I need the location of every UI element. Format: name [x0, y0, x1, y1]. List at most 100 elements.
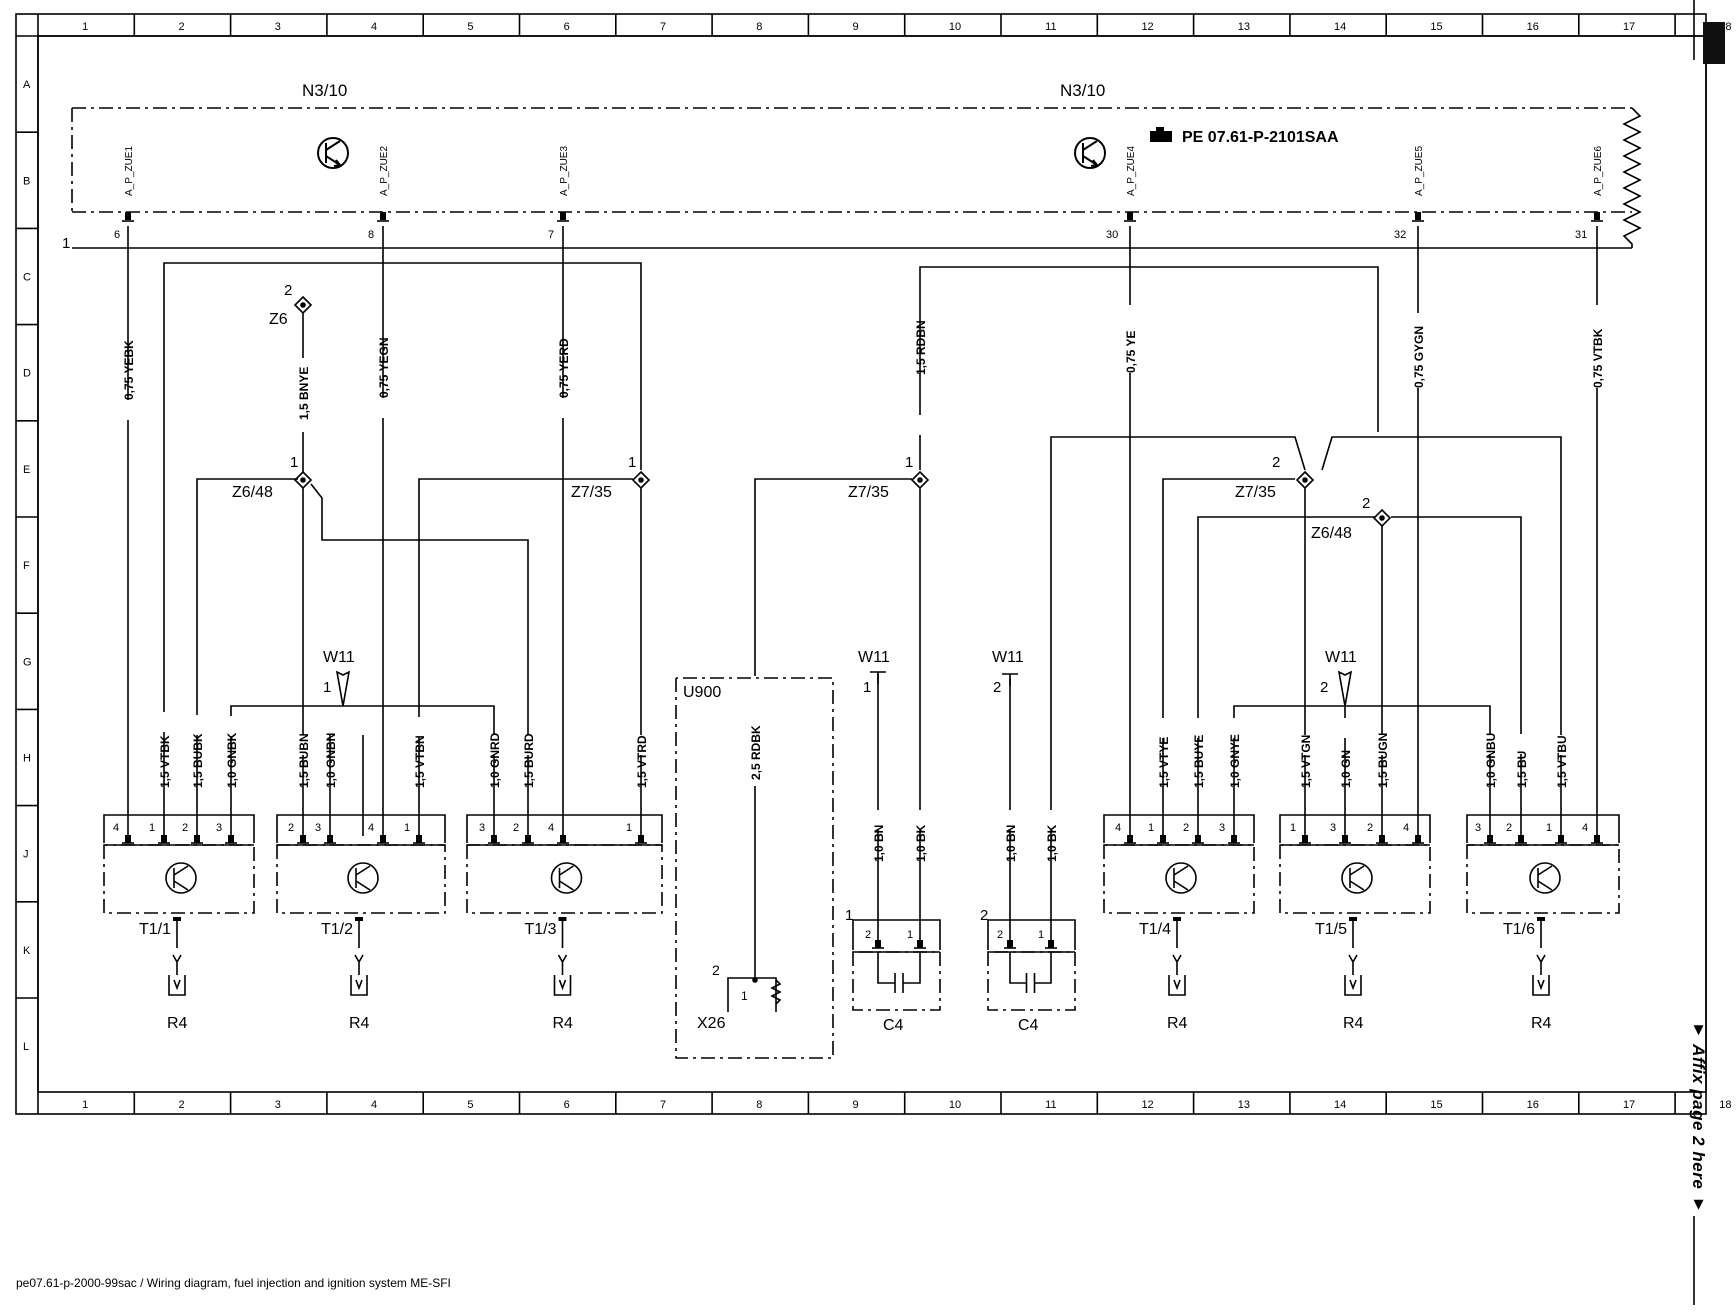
spark-plug-label: R4 — [349, 1015, 370, 1032]
output-pin-number: 8 — [368, 229, 374, 241]
x26-pin-1: 1 — [741, 989, 748, 1003]
column-number-bottom: 3 — [275, 1099, 281, 1111]
column-number-bottom: 6 — [564, 1099, 570, 1111]
wire-label-lower: 1,5 BURD — [522, 733, 536, 788]
column-number-top: 1 — [82, 21, 88, 33]
corner-marker — [1703, 22, 1725, 64]
z7-35-mid-pin: 1 — [905, 454, 913, 471]
column-number-top: 3 — [275, 21, 281, 33]
coil-pin-number: 2 — [513, 822, 519, 834]
wire-label-upper: 1,5 BNYE — [297, 367, 311, 420]
wire-label-lower: 1,0 GNBN — [324, 733, 338, 788]
output-pin — [1415, 212, 1421, 220]
wire-label-lower: 1,5 BU — [1515, 751, 1529, 788]
control-unit-label-right: N3/10 — [1060, 81, 1105, 100]
wire-labels: 0,75 YEBK 1,5 BNYE 0,75 YEGN 0,75 YERD 1,5 R… — [122, 320, 1605, 862]
coil-label: T1/6 — [1503, 921, 1535, 938]
coil-pin-number: 4 — [1115, 822, 1121, 834]
output-pin — [1594, 212, 1600, 220]
wire-label-upper: 1,5 RDBN — [914, 320, 928, 375]
coil-pin-number: 2 — [1183, 822, 1189, 834]
splice-z6-48-right — [1372, 508, 1392, 528]
column-number-top: 12 — [1141, 21, 1153, 33]
column-number-bottom: 7 — [660, 1099, 666, 1111]
wire-label-lower: 1,0 GNRD — [488, 732, 502, 788]
footer-caption: pe07.61-p-2000-99sac / Wiring diagram, f… — [16, 1276, 451, 1290]
column-number-bottom: 9 — [853, 1099, 859, 1111]
column-number-bottom: 4 — [371, 1099, 377, 1111]
w11-label-3: W11 — [992, 649, 1024, 666]
wire-label-lower: 1,5 VTRD — [635, 735, 649, 788]
control-unit-label-left: N3/10 — [302, 81, 347, 100]
wire-label-lower: 1,0 BN — [1004, 825, 1018, 862]
column-number-top: 17 — [1623, 21, 1635, 33]
column-number-top: 8 — [756, 21, 762, 33]
coil-pin-number: 3 — [1219, 822, 1225, 834]
coil-label: T1/2 — [321, 921, 353, 938]
wire-label-lower: 1,0 BK — [1045, 824, 1059, 862]
z7-35-mid-label: Z7/35 — [848, 484, 889, 501]
row-letter: H — [23, 753, 31, 765]
wire-label-upper: 0,75 VTBK — [1591, 328, 1605, 388]
coil-pin-number: 2 — [1506, 822, 1512, 834]
column-number-bottom: 15 — [1430, 1099, 1442, 1111]
coil-pin-number: 1 — [626, 822, 632, 834]
row-letter: G — [23, 656, 32, 668]
row-letter: B — [23, 175, 30, 187]
output-signal-label: A_P_ZUE2 — [379, 146, 390, 196]
column-number-bottom: 18 — [1719, 1099, 1731, 1111]
coil-pin-number: 1 — [404, 822, 410, 834]
coil-pin-number: 1 — [149, 822, 155, 834]
z6-48-left-label: Z6/48 — [232, 484, 273, 501]
coil-label: T1/3 — [525, 921, 557, 938]
column-number-bottom: 1 — [82, 1099, 88, 1111]
column-number-top: 16 — [1527, 21, 1539, 33]
coil-pin-number: 2 — [288, 822, 294, 834]
cap-pin-number: 2 — [997, 929, 1003, 941]
coil-pin-number: 4 — [368, 822, 374, 834]
z6-label: Z6 — [269, 311, 288, 328]
wire-label-upper: 0,75 YERD — [557, 338, 571, 398]
output-signal-label: A_P_ZUE1 — [124, 146, 135, 196]
column-number-top: 9 — [853, 21, 859, 33]
affix-note: ▼ Affix page 2 here ▼ — [1689, 1020, 1708, 1214]
coil-pin-number: 3 — [216, 822, 222, 834]
cap-label: C4 — [1018, 1017, 1039, 1034]
splice-z7-35-right — [1295, 470, 1315, 490]
wire-label-lower: 1,5 VTGN — [1299, 735, 1313, 788]
splice-z6 — [293, 295, 313, 315]
reference-hand-icon — [1150, 127, 1172, 142]
coil-pin-number: 4 — [1403, 822, 1409, 834]
coil-pin-number: 4 — [113, 822, 119, 834]
wire-label-lower: 1,5 VTBU — [1555, 735, 1569, 788]
output-pin — [1127, 212, 1133, 220]
coil-label: T1/4 — [1139, 921, 1171, 938]
wire-label-lower: 1,5 VTBN — [413, 735, 427, 788]
coil-pin-number: 1 — [1546, 822, 1552, 834]
ground-terminal-label: 1 — [62, 235, 70, 252]
output-signal-label: A_P_ZUE5 — [1414, 146, 1425, 196]
coil-label: T1/5 — [1315, 921, 1347, 938]
output-pin-number: 31 — [1575, 229, 1587, 241]
column-number-top: 15 — [1430, 21, 1442, 33]
cap-label: C4 — [883, 1017, 904, 1034]
w11-pin-2: 1 — [863, 679, 871, 696]
column-number-top: 10 — [949, 21, 961, 33]
output-signal-label: A_P_ZUE3 — [559, 146, 570, 196]
wire-label-upper: 0,75 YEBK — [122, 340, 136, 400]
ground-symbols — [335, 670, 1353, 707]
w11-label-1: W11 — [323, 649, 355, 666]
splice-z7-35-left — [631, 470, 651, 490]
column-number-bottom: 10 — [949, 1099, 961, 1111]
column-number-top: 5 — [467, 21, 473, 33]
column-number-top: 14 — [1334, 21, 1346, 33]
cap-pin-number: 2 — [865, 929, 871, 941]
cap-pin-number: 1 — [907, 929, 913, 941]
wire-label-upper: 0,75 YEGN — [377, 338, 391, 398]
wire-label-lower: 1,5 BUBK — [191, 733, 205, 788]
w11-label-2: W11 — [858, 649, 890, 666]
